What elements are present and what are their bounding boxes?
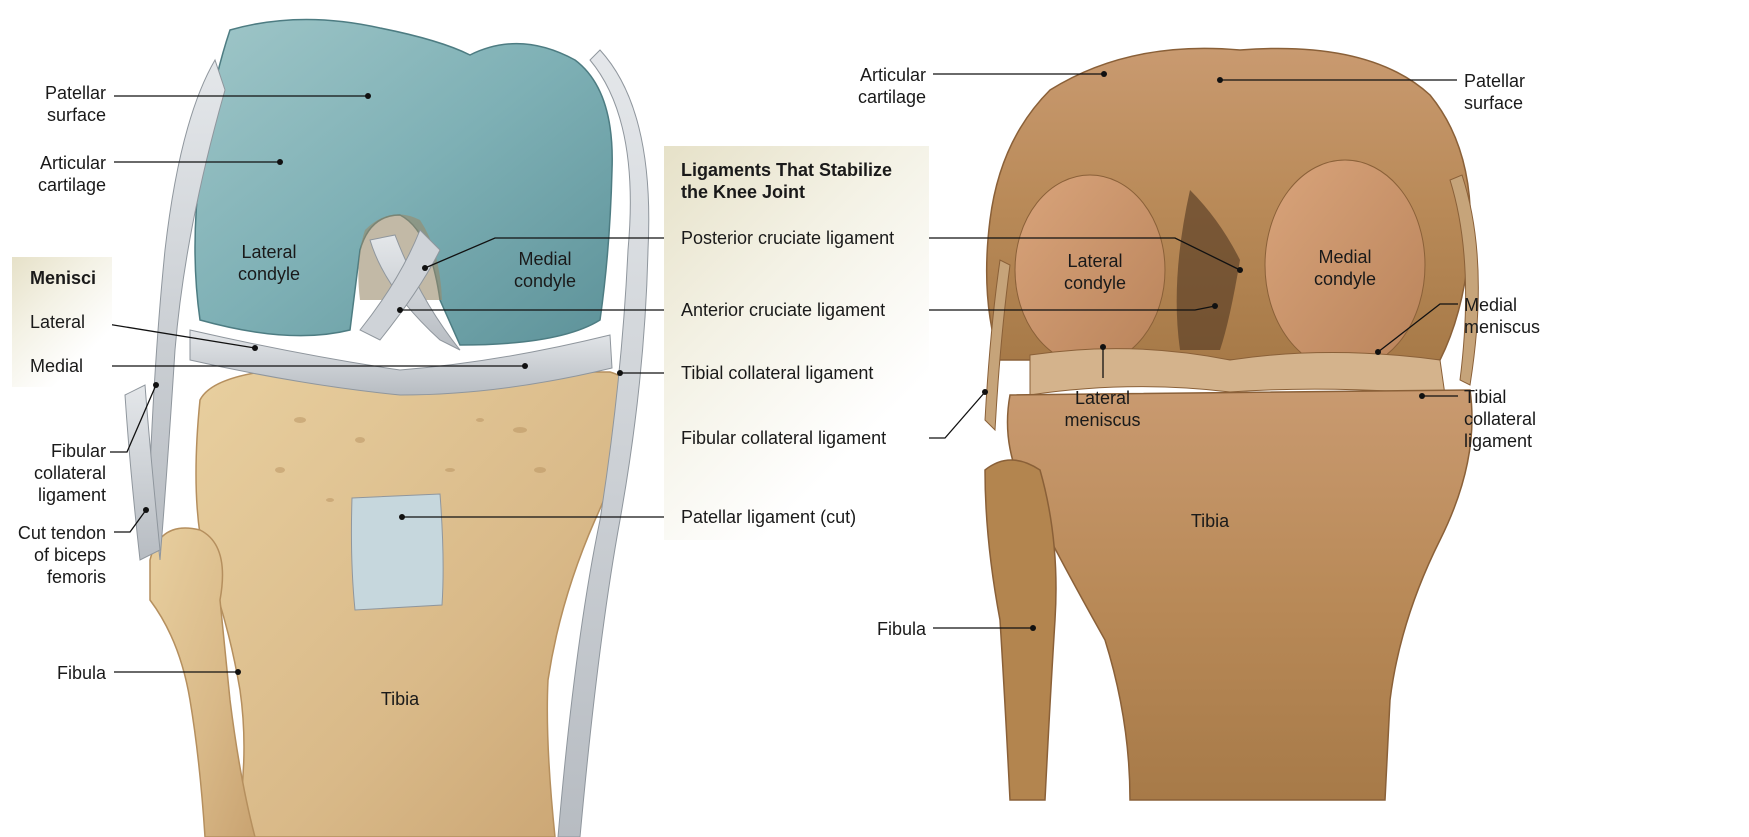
right-articular-cartilage-label: Articular cartilage	[858, 64, 926, 108]
patellar-ligament	[351, 494, 443, 610]
right-lateral-condyle-label: Lateral condyle	[1050, 250, 1140, 294]
ligament-fibular-collateral: Fibular collateral ligament	[681, 427, 886, 449]
ligaments-box-title: Ligaments That Stabilize the Knee Joint	[681, 159, 892, 203]
ligament-anterior-cruciate: Anterior cruciate ligament	[681, 299, 885, 321]
ligament-patellar-cut: Patellar ligament (cut)	[681, 506, 856, 528]
specimen-tibia	[1008, 390, 1473, 800]
left-patellar-surface-label: Patellar surface	[45, 82, 106, 126]
right-patellar-surface-label: Patellar surface	[1464, 70, 1525, 114]
left-cut-tendon-label: Cut tendon of biceps femoris	[18, 522, 106, 588]
right-lateral-meniscus-label: Lateral meniscus	[1050, 387, 1155, 431]
ligament-tibial-collateral: Tibial collateral ligament	[681, 362, 873, 384]
left-lateral-condyle-label: Lateral condyle	[224, 241, 314, 285]
right-medial-condyle-label: Medial condyle	[1300, 246, 1390, 290]
menisci-medial-label: Medial	[30, 355, 83, 377]
menisci-box-title: Menisci	[30, 267, 96, 289]
ligament-posterior-cruciate: Posterior cruciate ligament	[681, 227, 894, 249]
right-medial-meniscus-label: Medial meniscus	[1464, 294, 1540, 338]
specimen-fibula	[985, 460, 1056, 800]
left-fibula-label: Fibula	[57, 662, 106, 684]
left-fibular-collateral-label: Fibular collateral ligament	[34, 440, 106, 506]
menisci-lateral-label: Lateral	[30, 311, 85, 333]
left-knee-illustration	[125, 19, 649, 837]
right-tibia-label: Tibia	[1180, 510, 1240, 532]
ligaments-box	[664, 146, 929, 540]
left-medial-condyle-label: Medial condyle	[500, 248, 590, 292]
left-tibia-label: Tibia	[370, 688, 430, 710]
right-tibial-collateral-label: Tibial collateral ligament	[1464, 386, 1536, 452]
left-articular-cartilage-label: Articular cartilage	[38, 152, 106, 196]
right-fibula-label: Fibula	[877, 618, 926, 640]
